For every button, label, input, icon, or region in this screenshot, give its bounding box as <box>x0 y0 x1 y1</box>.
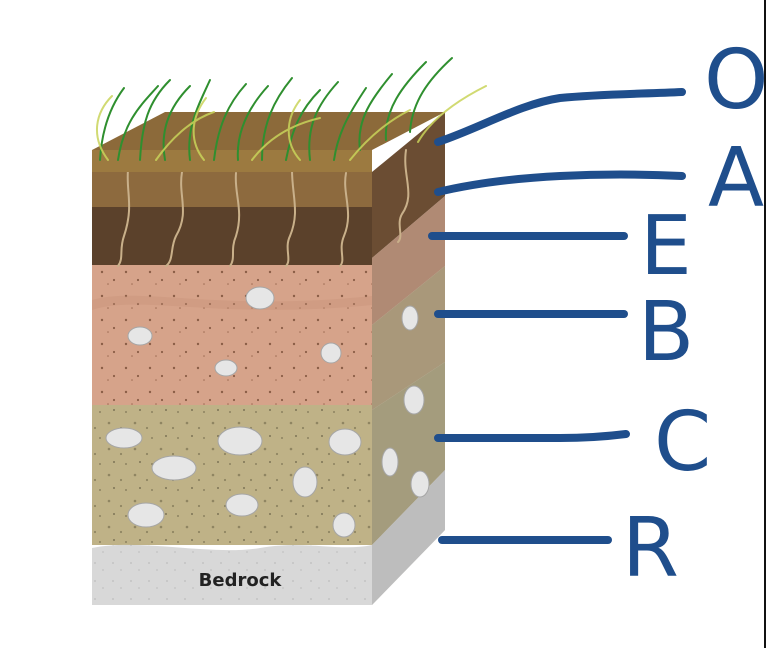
horizon-label-e: E <box>640 199 692 294</box>
soil-block: Bedrock <box>92 57 487 605</box>
horizon-labels: O A E B C R <box>428 33 769 596</box>
label-o: O <box>434 33 769 146</box>
right-edge-divider <box>764 0 766 648</box>
label-a: A <box>434 131 764 226</box>
label-c: C <box>434 395 711 490</box>
horizon-label-r: R <box>622 501 679 596</box>
horizon-label-b: B <box>638 285 694 380</box>
stones <box>105 286 430 538</box>
leader-line-o <box>434 88 686 146</box>
o-horizon-layer <box>92 172 372 207</box>
label-r: R <box>438 501 679 596</box>
horizon-label-c: C <box>654 395 711 490</box>
e-horizon-layer <box>92 265 372 405</box>
label-b: B <box>434 285 694 380</box>
bedrock-layer: Bedrock <box>92 544 372 605</box>
horizon-label-a: A <box>708 131 764 226</box>
leader-line-c <box>434 430 630 443</box>
bedrock-label: Bedrock <box>199 570 283 591</box>
block-side-face <box>372 112 445 605</box>
horizon-label-o: O <box>704 33 769 128</box>
label-e: E <box>428 199 692 294</box>
grass <box>92 57 487 172</box>
leader-line-a <box>434 170 686 196</box>
roots <box>117 149 410 267</box>
